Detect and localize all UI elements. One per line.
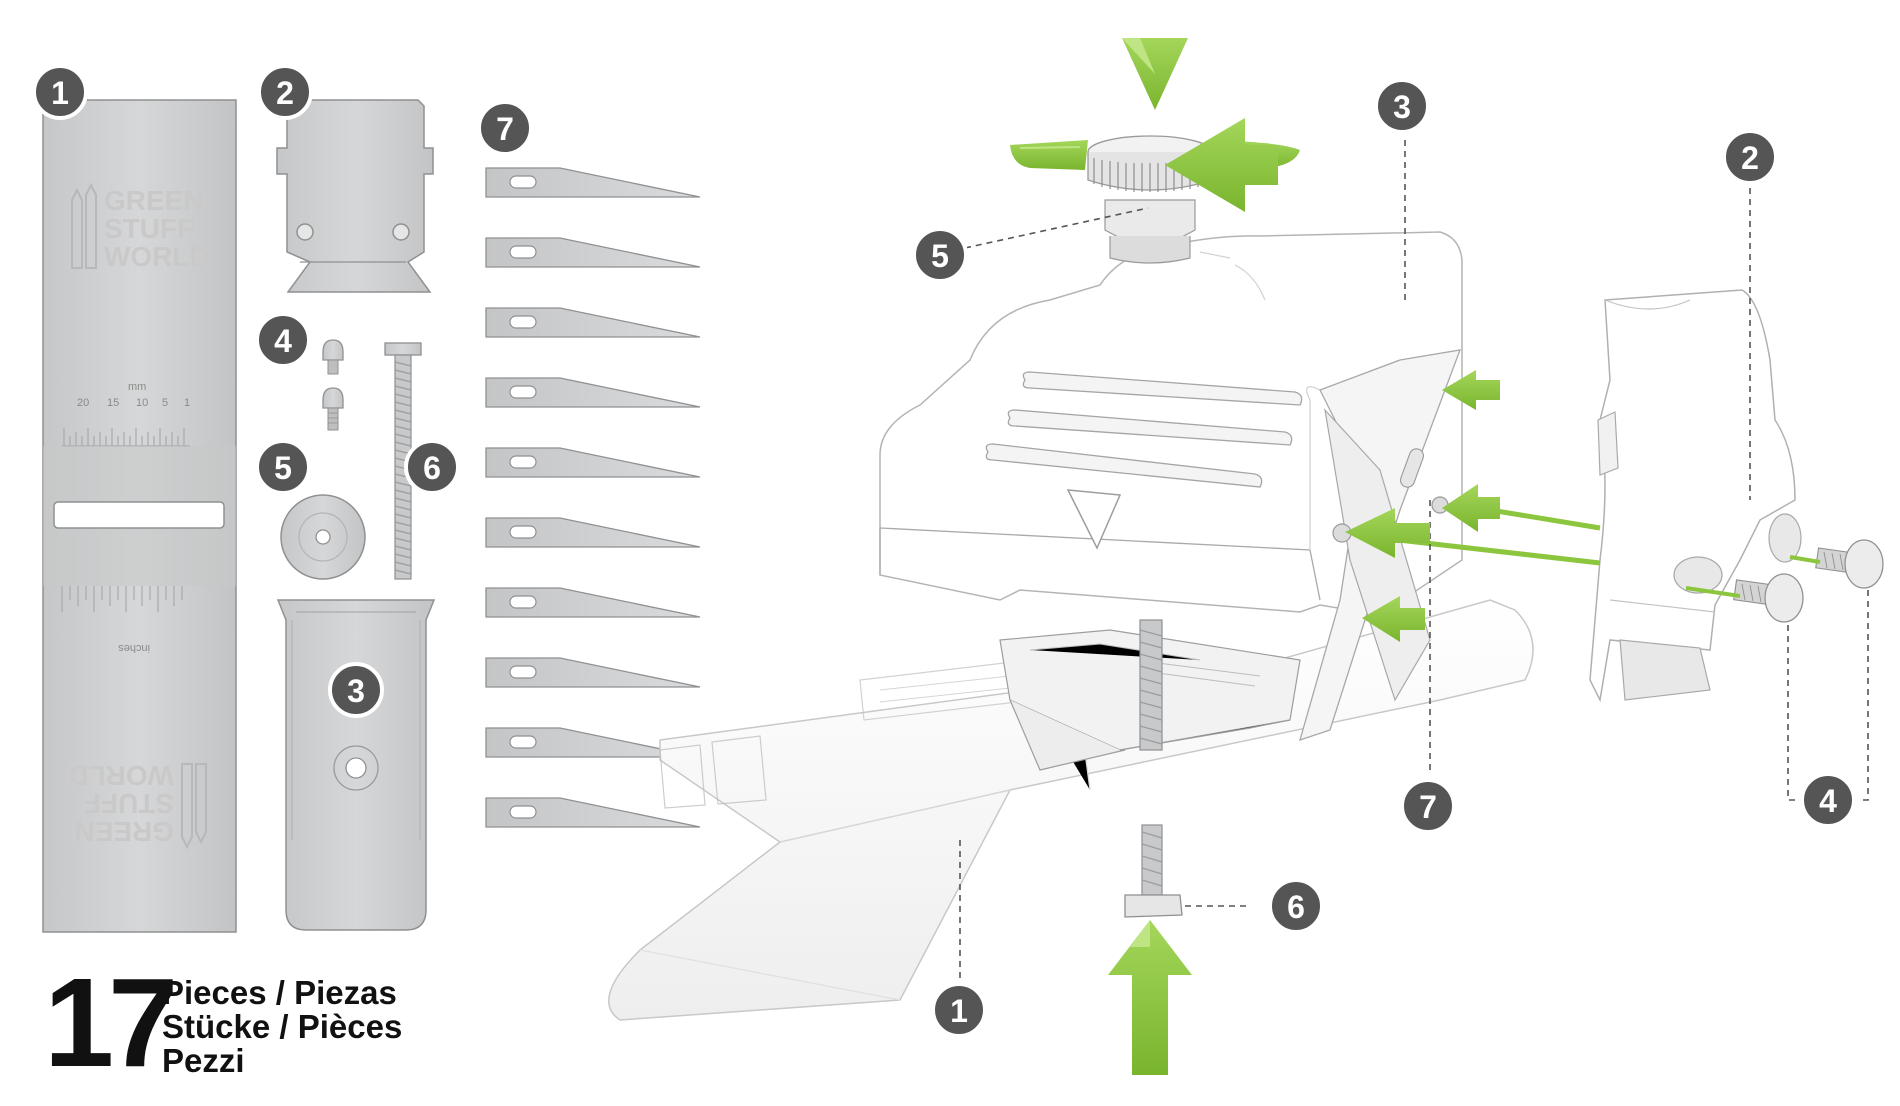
arrow-up-icon <box>1108 920 1192 1075</box>
assembly-threaded-rod <box>1124 619 1183 918</box>
blade <box>485 167 701 198</box>
blade <box>485 517 701 548</box>
callout-3: 3 <box>1374 78 1430 134</box>
mm-label: mm <box>128 381 146 393</box>
badge-part-7: 7 <box>477 100 533 156</box>
svg-text:2: 2 <box>276 75 294 111</box>
svg-text:7: 7 <box>496 111 514 147</box>
assembly-side-plate <box>1589 289 1802 703</box>
blade <box>485 447 701 478</box>
svg-text:6: 6 <box>423 450 441 486</box>
caption-line-2: Stücke / Pièces <box>162 1008 403 1045</box>
part-2-side-plate <box>276 99 434 293</box>
badge-part-4: 4 <box>255 312 311 368</box>
arrow-left-icon <box>1165 118 1278 212</box>
part-7-blades <box>485 167 701 828</box>
blade <box>485 587 701 618</box>
callout-2: 2 <box>1722 129 1778 185</box>
logo-bottom-line-2: STUFF <box>84 788 174 819</box>
callout-7: 7 <box>1400 778 1456 834</box>
nut <box>1124 894 1183 918</box>
slot <box>53 501 225 529</box>
logo-bottom-line-1: GREEN <box>74 816 174 847</box>
blade <box>485 377 701 408</box>
caption-line-1: Pieces / Piezas <box>162 974 397 1011</box>
arrow-left-icon <box>1362 596 1425 642</box>
blade <box>485 797 701 828</box>
caption-line-3: Pezzi <box>162 1042 245 1079</box>
svg-text:4: 4 <box>1819 783 1837 819</box>
svg-text:6: 6 <box>1287 889 1305 925</box>
callout-4: 4 <box>1800 772 1856 828</box>
svg-text:4: 4 <box>274 323 292 359</box>
inch-scale: inches <box>61 586 183 654</box>
svg-text:7: 7 <box>1419 789 1437 825</box>
svg-text:1: 1 <box>51 75 69 111</box>
callout-6: 6 <box>1268 878 1324 934</box>
logo-bottom: GREEN STUFF WORLD <box>68 760 207 850</box>
svg-text:3: 3 <box>1393 89 1411 125</box>
badge-part-3: 3 <box>328 662 384 718</box>
svg-text:3: 3 <box>347 673 365 709</box>
blade <box>485 727 701 758</box>
badge-part-1: 1 <box>32 64 88 120</box>
mm-tick-10: 10 <box>136 397 148 409</box>
blade <box>485 307 701 338</box>
assembly-blade-holder <box>879 231 1463 616</box>
logo-bottom-line-3: WORLD <box>68 760 174 791</box>
blade <box>485 657 701 688</box>
piece-count-caption: 17 Pieces / Piezas Stücke / Pièces Pezzi <box>44 960 464 1092</box>
rail-engraving <box>659 659 1035 809</box>
assembly-screws <box>1733 539 1884 623</box>
part-4-screws <box>322 339 344 431</box>
inches-label: inches <box>118 642 150 654</box>
logo-line-1: GREEN <box>104 185 204 216</box>
parts-list-badges: 1 2 7 4 5 6 3 <box>32 64 533 718</box>
svg-text:5: 5 <box>931 238 949 274</box>
grip-ridges <box>985 371 1303 488</box>
part-3-blade-holder <box>276 599 436 931</box>
blade <box>485 237 701 268</box>
leader-lines <box>959 140 1869 978</box>
logo-top: GREEN STUFF WORLD <box>71 182 210 272</box>
piece-count: 17 <box>44 952 178 1093</box>
mm-tick-15: 15 <box>107 397 119 409</box>
svg-text:2: 2 <box>1741 140 1759 176</box>
logo-line-3: WORLD <box>104 241 210 272</box>
piece-labels: Pieces / Piezas Stücke / Pièces Pezzi <box>162 976 402 1078</box>
callout-5: 5 <box>912 227 968 283</box>
arrow-left-icon <box>1442 484 1500 532</box>
assembly-badges: 5 3 2 7 4 6 1 <box>912 78 1856 1038</box>
arrow-left-icon <box>1345 508 1430 558</box>
arrow-down-icon <box>1122 38 1188 110</box>
mm-tick-1: 1 <box>184 397 190 409</box>
mm-tick-20: 20 <box>77 397 89 409</box>
part-1-base-plate: GREEN STUFF WORLD mm 20 15 10 5 1 inches… <box>42 99 237 933</box>
badge-part-6: 6 <box>404 439 460 495</box>
logo-line-2: STUFF <box>104 213 194 244</box>
svg-text:5: 5 <box>274 450 292 486</box>
callout-1: 1 <box>931 982 987 1038</box>
svg-text:1: 1 <box>950 993 968 1029</box>
mm-tick-5: 5 <box>162 397 168 409</box>
badge-part-5: 5 <box>255 439 311 495</box>
arrow-left-icon <box>1442 370 1500 410</box>
pointer-mark <box>1066 489 1122 550</box>
part-5-knob <box>280 494 366 580</box>
badge-part-2: 2 <box>257 64 313 120</box>
